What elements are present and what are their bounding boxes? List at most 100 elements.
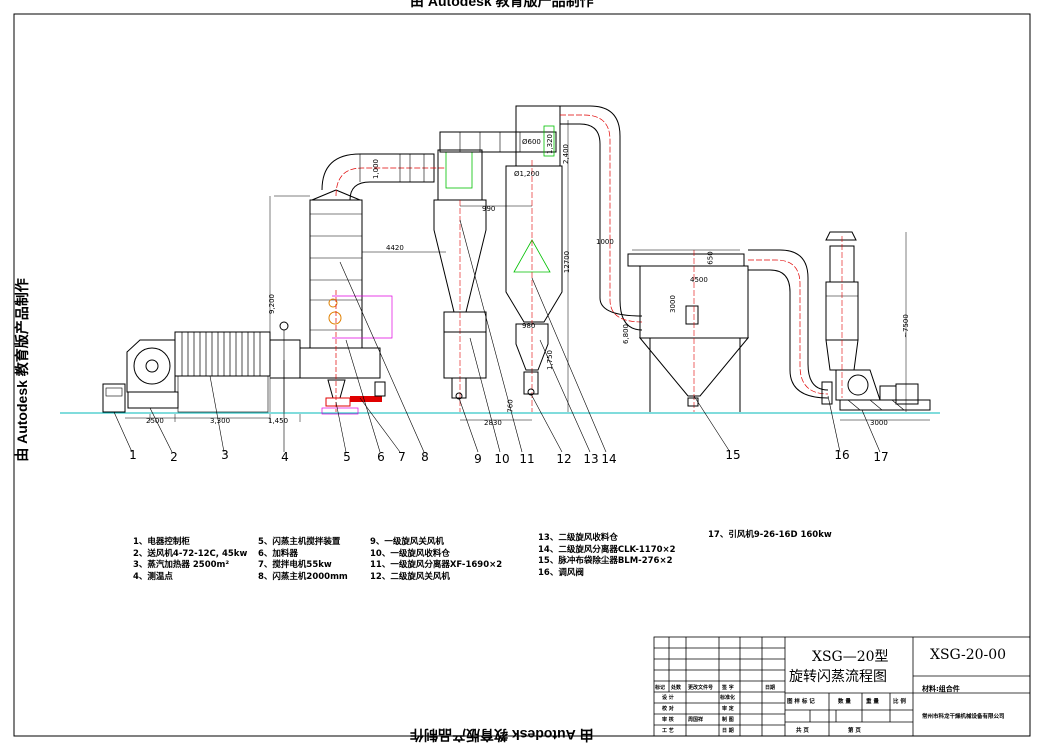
stage-header-qty: 数 量 — [838, 699, 851, 705]
dim-2500: 2500 — [146, 417, 164, 425]
sheets-total: 共 页 — [796, 728, 809, 734]
control-cabinet — [102, 383, 126, 413]
secondary-cyclone — [505, 105, 563, 412]
dim-760: 760 — [506, 399, 515, 413]
dim-4420: 4420 — [386, 244, 404, 252]
title-block — [653, 636, 1031, 737]
dim-9200: 9,200 — [268, 293, 277, 315]
legend-item: 16、调风阀 — [538, 567, 584, 578]
company-name: 常州市科龙干燥机械设备有限公司 — [922, 714, 1005, 720]
dim-1320: 1,320 — [546, 133, 555, 155]
dim-12700: 12700 — [563, 250, 572, 274]
stage-header-weight: 重 量 — [866, 699, 879, 705]
row-audit: 审 核 — [662, 717, 674, 723]
legend-item: 17、引风机9-26-16D 160kw — [708, 530, 832, 540]
dimension-lines — [125, 120, 930, 422]
dim-650: 650 — [706, 251, 715, 265]
legend-item: 7、搅拌电机55kw — [258, 560, 332, 570]
dim-3000-vertical: 3000 — [668, 295, 677, 313]
exhaust-duct-4 — [748, 249, 829, 399]
callout-14: 14 — [601, 452, 617, 466]
callout-13: 13 — [583, 452, 599, 466]
watermark-bottom: 由 Autodesk 教育版产品制作 — [410, 727, 594, 743]
dim-3300: 3,300 — [210, 417, 231, 425]
legend-column-3: 9、一级旋风关风机 10、一级旋风收料仓 11、一级旋风分离器XF-1690×2… — [370, 537, 502, 583]
stage-header-mark: 图 样 标 记 — [787, 699, 815, 705]
dim-3000-horizontal: 3000 — [870, 419, 888, 427]
legend-column-1: 1、电器控制柜 2、送风机4-72-12C, 45kw 3、蒸汽加热器 2500… — [133, 537, 247, 583]
drawing-title: 旋转闪蒸流程图 — [789, 669, 887, 685]
rev-header-mark: 标记 — [655, 685, 666, 691]
legend-column-4: 13、二级旋风收料仓 14、二级旋风分离器CLK-1170×2 15、脉冲布袋除… — [538, 533, 676, 579]
chimney — [825, 231, 859, 398]
row-make: 制 图 — [722, 717, 734, 723]
rev-header-doc: 更改文件号 — [688, 685, 714, 691]
bag-filter — [627, 250, 750, 412]
stirring-motor — [350, 396, 382, 402]
model-name: XSG—20型 — [812, 649, 889, 665]
legend-item: 1、电器控制柜 — [133, 537, 190, 547]
dim-600: Ø600 — [522, 138, 541, 146]
row-design: 设 计 — [662, 695, 674, 701]
rev-header-count: 处数 — [671, 685, 682, 691]
callout-leaders — [113, 219, 881, 453]
stage-header-scale: 比 例 — [893, 699, 906, 705]
sheet-number: 第 页 — [848, 728, 861, 734]
drawing-number: XSG-20-00 — [930, 647, 1007, 663]
callout-9: 9 — [474, 452, 482, 466]
material-label: 材料:组合件 — [922, 685, 960, 693]
legend-item: 4、测温点 — [133, 571, 173, 582]
legend-item: 12、二级旋风关风机 — [370, 571, 450, 582]
exhaust-duct-1 — [321, 153, 446, 201]
flash-dryer-main — [299, 189, 393, 415]
callout-8: 8 — [421, 450, 429, 464]
callout-11: 11 — [519, 452, 535, 466]
dim-980: 980 — [522, 322, 536, 330]
induced-draft-fan — [821, 369, 931, 411]
callout-12: 12 — [556, 452, 572, 466]
watermark-left: 由 Autodesk 教育版产品制作 — [13, 278, 30, 462]
dim-7500: ~7500 — [901, 314, 910, 338]
dim-1000b: 1000 — [596, 238, 614, 246]
legend-item: 3、蒸汽加热器 2500m² — [133, 560, 230, 570]
callout-10: 10 — [494, 452, 510, 466]
legend-item: 2、送风机4-72-12C, 45kw — [133, 548, 248, 559]
legend-item: 14、二级旋风分离器CLK-1170×2 — [538, 544, 676, 555]
steam-heater — [174, 331, 271, 413]
callout-2: 2 — [170, 450, 178, 464]
legend-item: 11、一级旋风分离器XF-1690×2 — [370, 560, 503, 570]
primary-cyclone — [433, 149, 487, 412]
callout-4: 4 — [281, 450, 289, 464]
dim-2400: 2,400 — [562, 143, 571, 165]
dim-4500: 4500 — [690, 276, 708, 284]
callout-7: 7 — [398, 450, 406, 464]
temperature-point — [279, 321, 289, 331]
legend-item: 9、一级旋风关风机 — [370, 537, 444, 547]
callout-16: 16 — [834, 448, 850, 462]
legend-column-2: 5、闪蒸主机搅拌装置 6、加料器 7、搅拌电机55kw 8、闪蒸主机2000mm — [258, 537, 348, 583]
dim-1000a: 1,000 — [372, 158, 381, 180]
dim-6800: 6,800 — [622, 323, 631, 345]
watermark-top: 由 Autodesk 教育版产品制作 — [410, 0, 594, 9]
callout-3: 3 — [221, 448, 229, 462]
row-review: 审 定 — [722, 706, 734, 712]
rev-header-date: 日期 — [765, 685, 776, 691]
exhaust-duct-2 — [439, 131, 557, 153]
dim-990: 990 — [482, 205, 496, 213]
callout-17: 17 — [873, 450, 889, 464]
drawing-border — [13, 13, 1031, 737]
legend-item: 15、脉冲布袋除尘器BLM-276×2 — [538, 556, 673, 566]
row-date: 日 期 — [722, 728, 734, 734]
callout-6: 6 — [377, 450, 385, 464]
row-process: 工 艺 — [662, 728, 674, 734]
callout-1: 1 — [129, 448, 137, 462]
dim-2830: 2830 — [484, 419, 502, 427]
rev-header-sign: 签 字 — [722, 685, 734, 691]
legend-item: 10、一级旋风收料仓 — [370, 548, 450, 559]
legend-column-5: 17、引风机9-26-16D 160kw — [708, 530, 832, 542]
legend-item: 6、加料器 — [258, 548, 298, 559]
row-standardization: 标准化 — [720, 695, 736, 701]
dim-1200: Ø1,200 — [514, 170, 540, 178]
